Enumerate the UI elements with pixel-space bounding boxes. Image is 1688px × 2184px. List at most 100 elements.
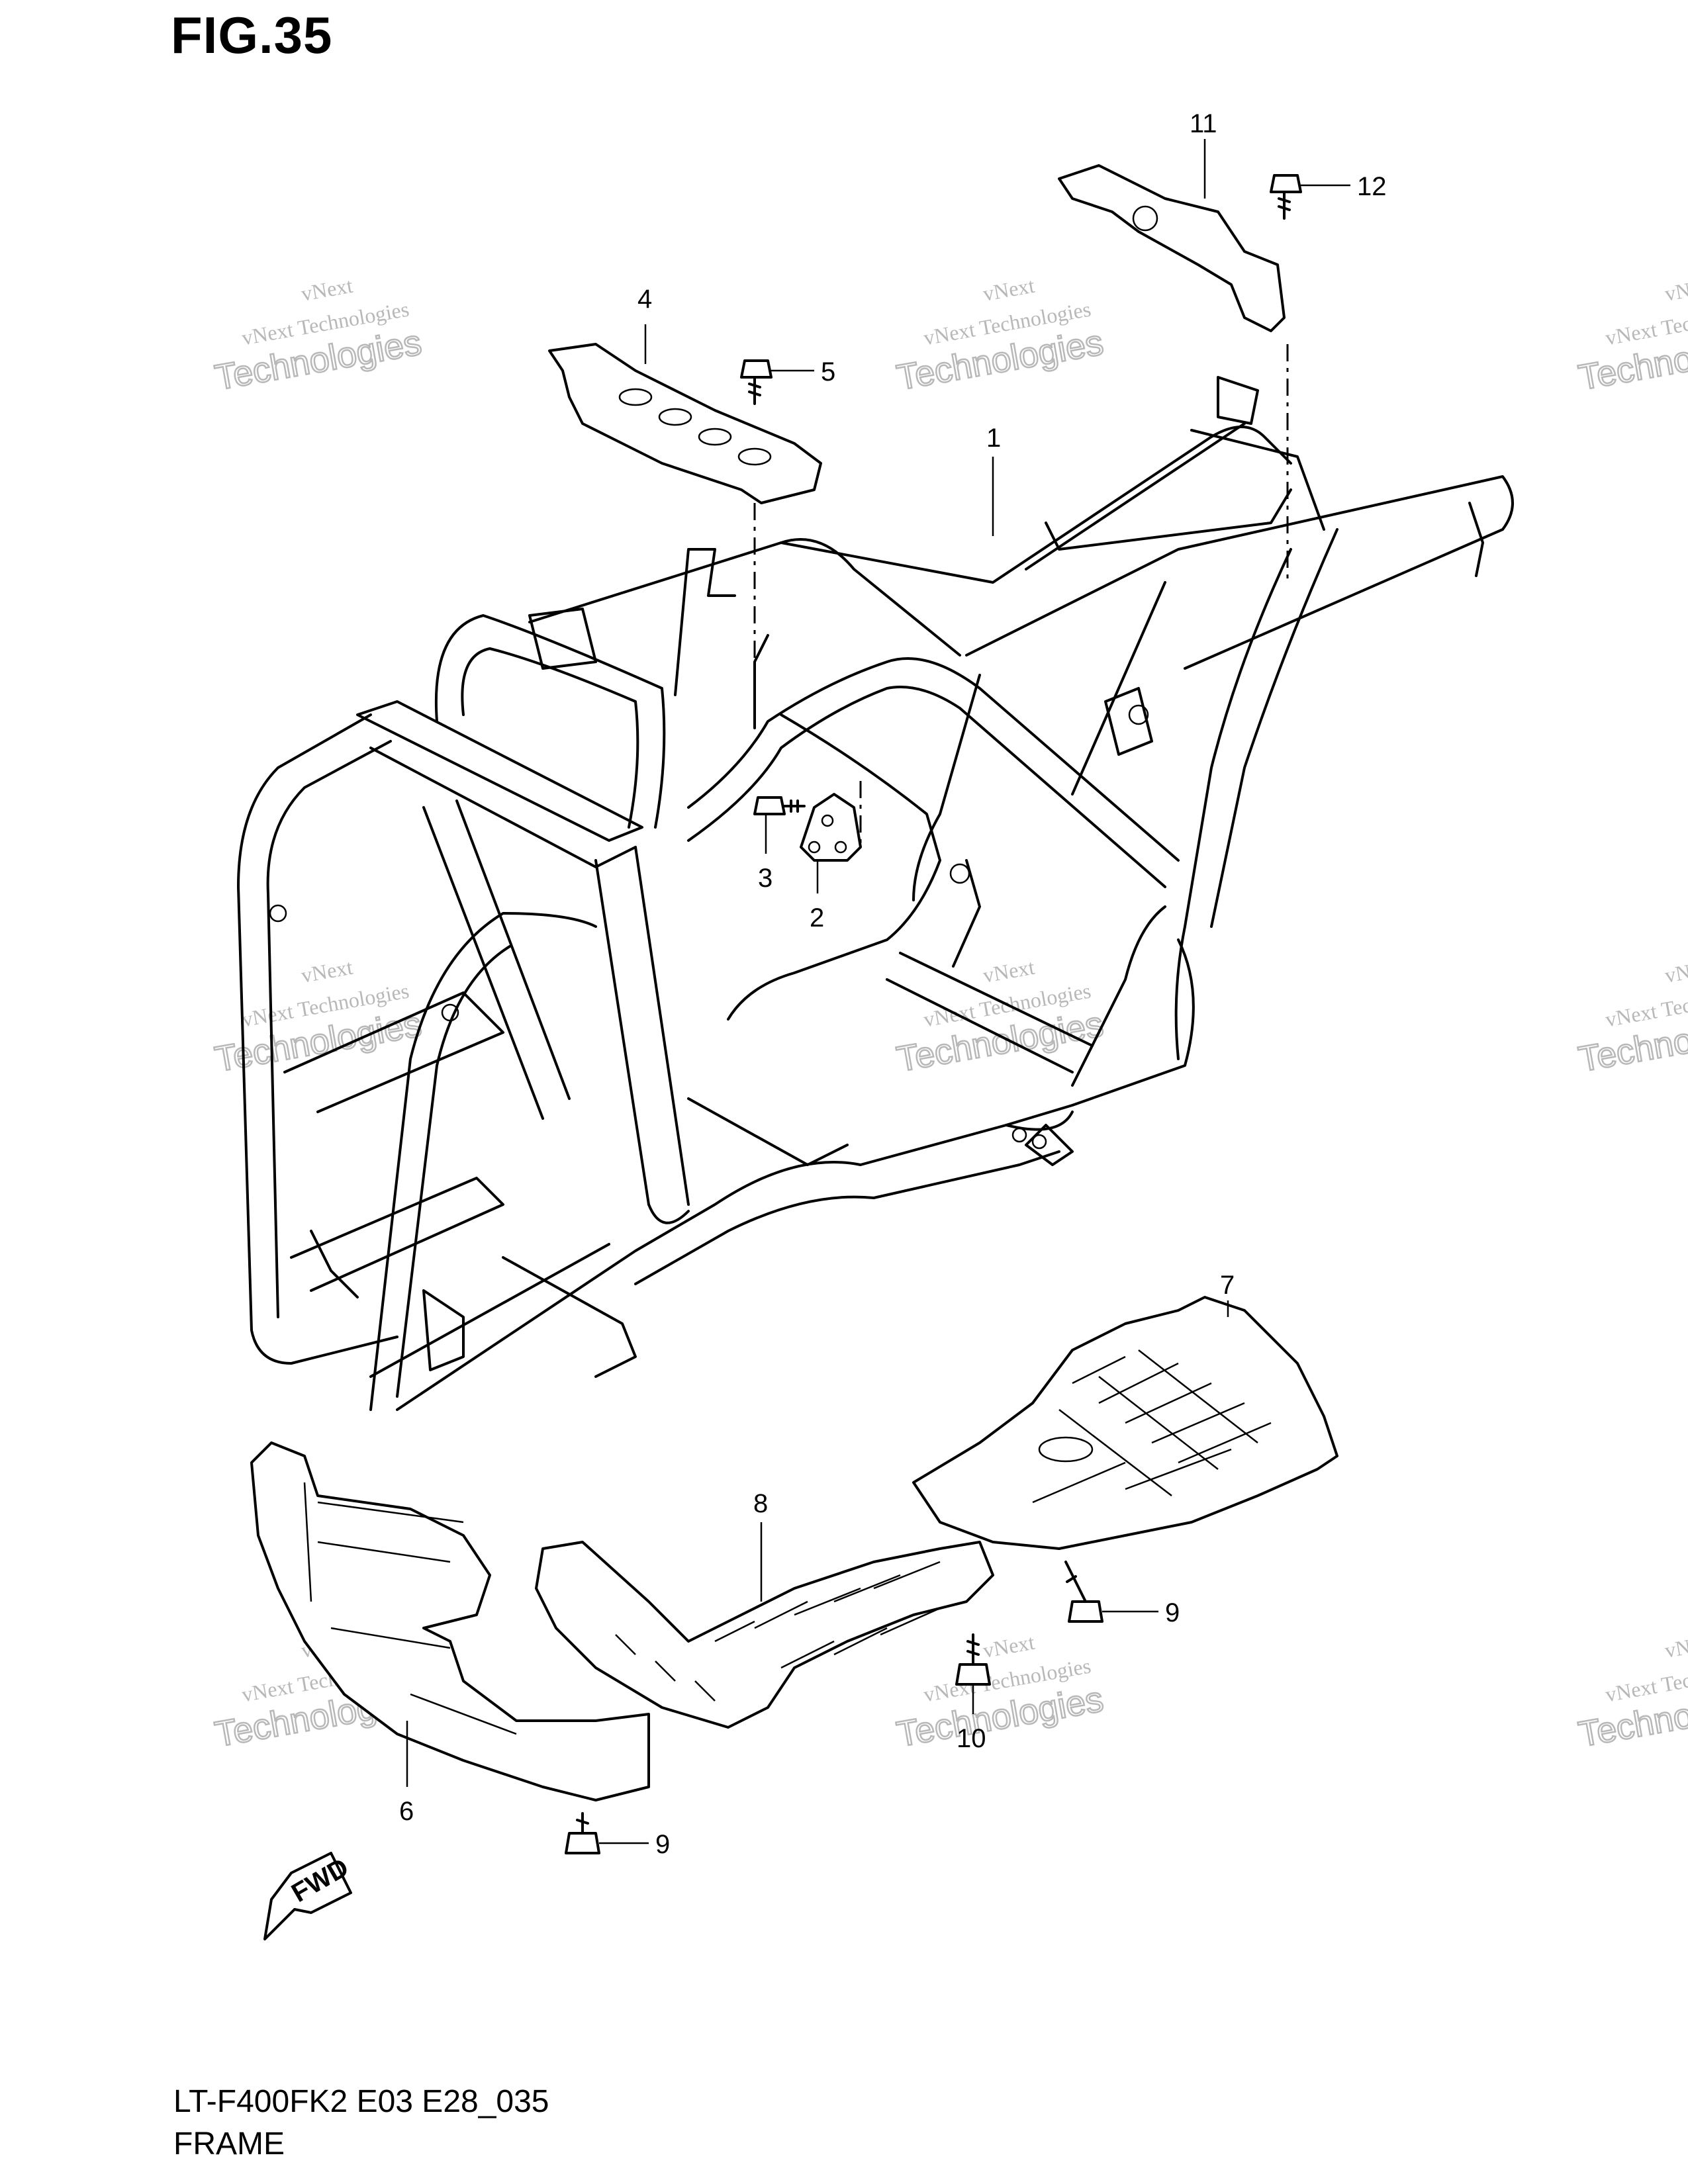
callout-7: 7 <box>1220 1271 1235 1300</box>
watermark-low-right: vNext vNext Technologies Technologies <box>1575 1630 1688 1756</box>
frame-top-tube-left <box>528 538 961 657</box>
callout-5: 5 <box>821 357 835 387</box>
watermark-low-center: vNext vNext Technologies Technologies <box>893 1630 1107 1756</box>
callout-2: 2 <box>810 903 824 933</box>
fwd-direction-arrow: FWD <box>263 1852 353 1940</box>
document-name: FRAME <box>173 2126 285 2161</box>
frame-front-crossbar-low <box>369 747 637 868</box>
frame-bracket-5 <box>1217 376 1259 425</box>
watermark-line1: vNext <box>981 273 1036 306</box>
part-7-oval <box>1038 1436 1094 1463</box>
part-4-hole <box>698 428 732 446</box>
callout-11: 11 <box>1190 109 1217 138</box>
frame-lower-rail-3 <box>369 1243 610 1378</box>
callouts: 1 2 3 4 5 6 7 8 9 9 10 11 12 <box>399 109 1387 1859</box>
frame-hole <box>269 904 287 923</box>
frame-cross-mid-2 <box>290 1177 504 1292</box>
part-4-hole <box>658 408 692 426</box>
frame-bracket-9 <box>422 1289 465 1371</box>
frame-front-post-right <box>634 846 690 1206</box>
frame-bracket-7 <box>528 608 597 670</box>
frame-cross-diag <box>422 806 544 1120</box>
watermark-line1: vNext <box>1663 1630 1688 1662</box>
frame-footrest-right <box>687 1097 849 1166</box>
part-8-middle-skid-plate <box>535 1541 994 1729</box>
part-7-ribs <box>1032 1355 1272 1504</box>
frame-cross-mid <box>283 991 504 1113</box>
frame-lower-hoop-inner <box>396 945 511 1398</box>
callout-3: 3 <box>758 864 773 893</box>
frame-cross-rear-low-2 <box>899 952 1094 1047</box>
frame-rear-cross-2 <box>1190 429 1325 531</box>
part-4-hole <box>737 447 772 466</box>
part-8-slots <box>615 1634 716 1702</box>
frame-bracket-8 <box>310 1230 359 1298</box>
frame-front-loop <box>237 713 399 1365</box>
frame-hole <box>1128 704 1149 725</box>
callout-8: 8 <box>753 1489 768 1518</box>
part-7-ribs-2 <box>1058 1349 1258 1496</box>
frame-rear-cross <box>1045 488 1292 551</box>
frame-bracket-3 <box>952 859 981 968</box>
watermark-line1: vNext <box>299 955 354 987</box>
frame-bracket-1 <box>674 548 736 696</box>
callout-10: 10 <box>957 1724 986 1753</box>
watermark-line1: vNext <box>1663 955 1688 987</box>
frame-lower-hoop <box>369 912 597 1411</box>
bolt-3 <box>753 796 806 815</box>
frame-rear-upper-right <box>965 475 1514 670</box>
frame-upper-hoop <box>434 614 666 829</box>
callout-12: 12 <box>1357 172 1387 201</box>
frame-cross-rear-low <box>886 978 1074 1073</box>
frame-front-loop-inner <box>266 740 392 1318</box>
frame-front-crossbar <box>356 700 643 842</box>
part-11-hole <box>1132 205 1158 232</box>
frame-front-post-left <box>594 859 650 1206</box>
callout-1: 1 <box>986 424 1001 453</box>
frame-hole <box>1031 1134 1047 1150</box>
watermark-mid-right: vNext vNext Technologies Technologies <box>1575 955 1688 1081</box>
frame-rear-down-right <box>1174 548 1292 1060</box>
frame-rear-down-mid <box>1071 581 1166 796</box>
bolt-5 <box>740 359 773 405</box>
part-11-rear-bracket <box>1058 164 1286 332</box>
frame-rear-upper-left <box>780 426 1292 584</box>
part-8-ribs <box>714 1561 941 1669</box>
callout-4: 4 <box>637 285 652 314</box>
watermark-line1: vNext <box>981 1630 1036 1662</box>
frame-hole <box>441 1003 459 1022</box>
watermark-line1: vNext <box>299 273 354 306</box>
document-code: LT-F400FK2 E03 E28_035 <box>173 2084 549 2119</box>
part-2-hole <box>834 841 847 854</box>
bolt-10 <box>955 1633 991 1686</box>
callout-9-upper: 9 <box>1165 1598 1180 1627</box>
watermark-top-center: vNext vNext Technologies Technologies <box>893 273 1107 399</box>
watermark-mid-center: vNext vNext Technologies Technologies <box>893 955 1107 1081</box>
frame-hole <box>949 863 970 884</box>
part-6-front-bumper <box>250 1441 650 1801</box>
frame-main <box>237 376 1514 1411</box>
frame-rear-down-right-2 <box>1210 528 1338 928</box>
frame-center-tube <box>727 713 941 1021</box>
frame-cross-diag-2 <box>455 799 571 1100</box>
watermark-top-left: vNext vNext Technologies Technologies <box>211 273 425 399</box>
watermark-line1: vNext <box>1663 273 1688 306</box>
frame-hole <box>1011 1127 1027 1143</box>
frame-lower-rail <box>396 1111 1074 1411</box>
bolt-9-lower <box>565 1812 600 1854</box>
callout-9-lower: 9 <box>655 1830 670 1859</box>
frame-front-post-bottom <box>647 1203 690 1224</box>
frame-rear-lower-2 <box>1071 905 1166 1087</box>
frame-top-tube-right-inner <box>687 686 1166 888</box>
watermark-top-right: vNext vNext Technologies Technologies <box>1575 273 1688 399</box>
part-2-hole <box>821 814 834 827</box>
figure-title: FIG.35 <box>171 6 333 64</box>
frame-bracket-6 <box>1468 502 1484 577</box>
frame-center-tube-2 <box>753 634 769 729</box>
bolt-12 <box>1270 174 1302 220</box>
part-2-hole <box>808 841 821 854</box>
frame-rear-down-left <box>912 674 981 901</box>
bolt-9-upper <box>1064 1561 1103 1623</box>
frame-upper-hoop-inner <box>461 647 639 829</box>
